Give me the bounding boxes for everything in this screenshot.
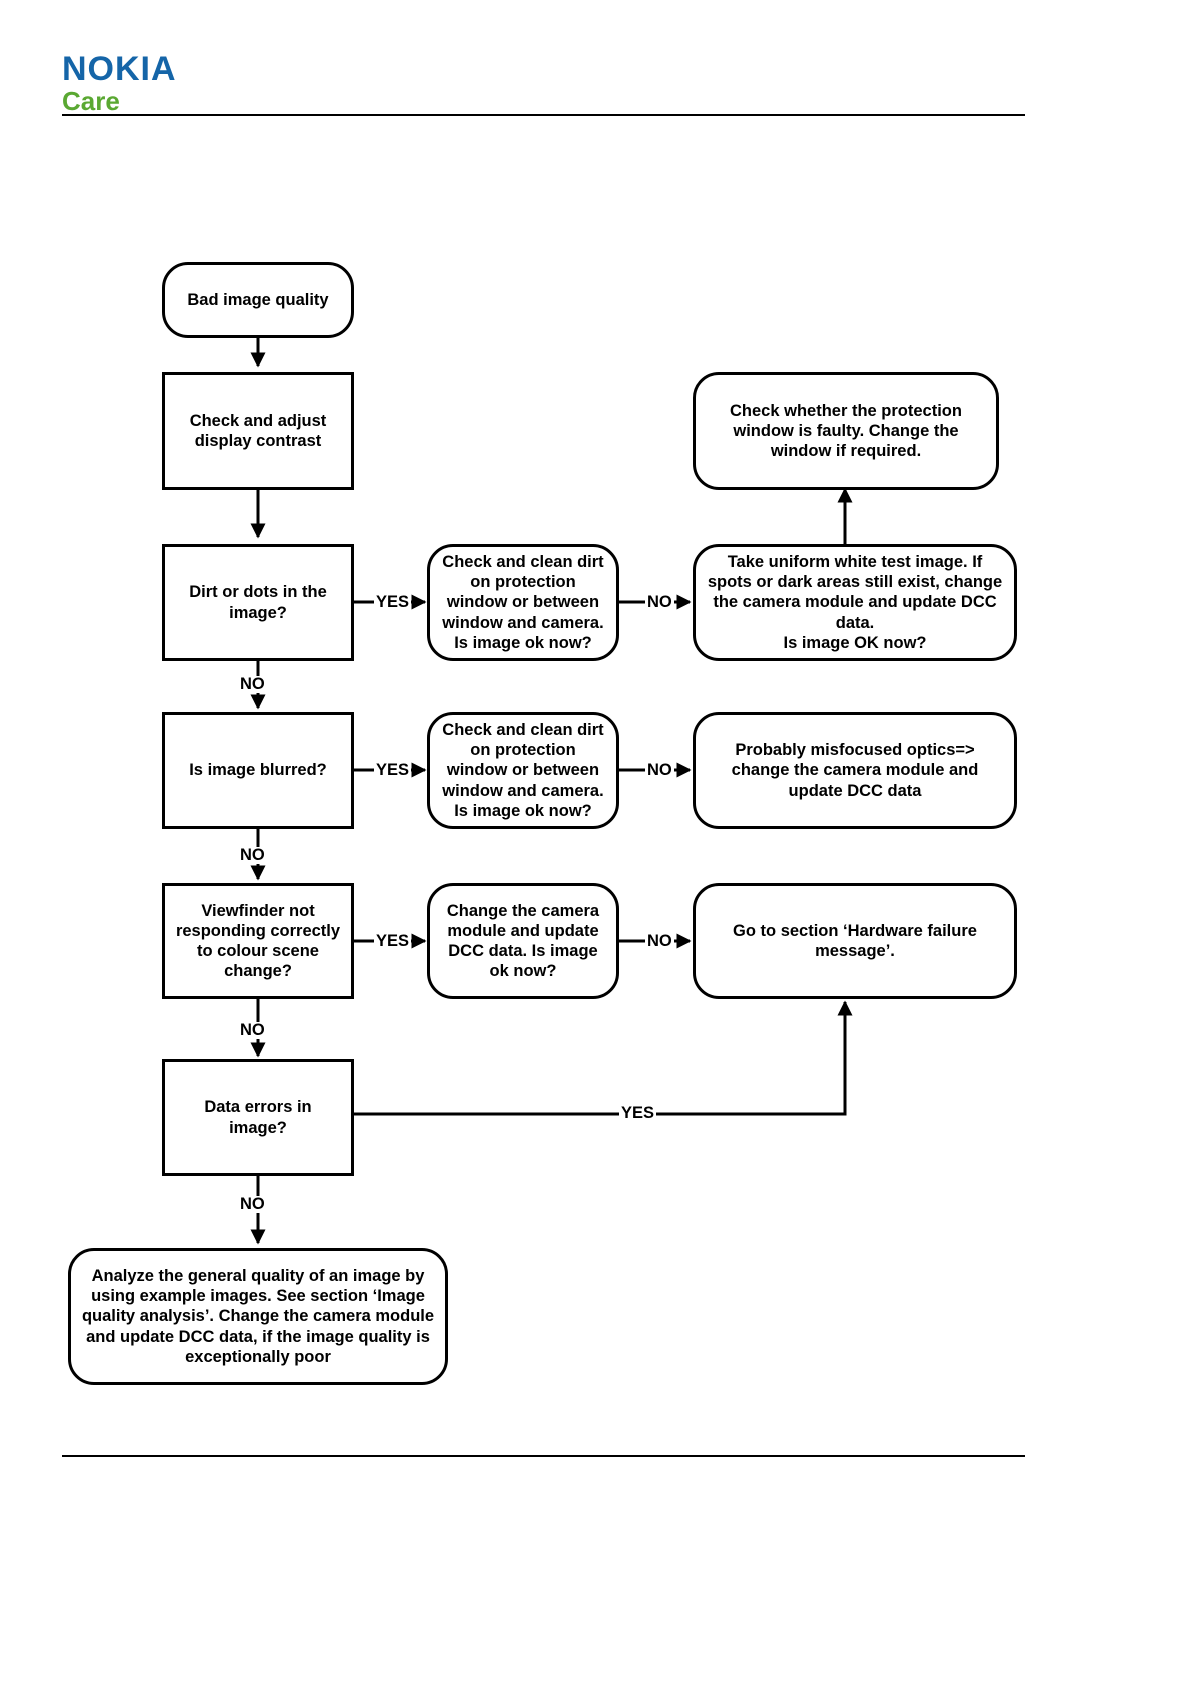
edge-label-dirt-no-right: NO [645,593,674,611]
node-dirt-or-dots[interactable]: Dirt or dots in the image? [162,544,354,661]
edge-label-blurred-yes: YES [374,761,412,779]
edge-label-viewfinder-no-down: NO [238,1021,267,1039]
nokia-wordmark: NOKIA [62,50,177,88]
node-is-image-blurred[interactable]: Is image blurred? [162,712,354,829]
nokia-care-logo: NOKIA Care [62,52,177,114]
edge-label-blurred-no-down: NO [238,846,267,864]
node-clean-dirt-protection-window-1[interactable]: Check and clean dirt on protection windo… [427,544,619,661]
edge-label-viewfinder-yes: YES [374,932,412,950]
node-data-errors-in-image[interactable]: Data errors in image? [162,1059,354,1176]
page-header: NOKIA Care [0,0,1191,130]
edge-label-dirt-yes: YES [374,593,412,611]
node-change-camera-module-update-dcc[interactable]: Change the camera module and update DCC … [427,883,619,999]
node-take-uniform-white-test-image[interactable]: Take uniform white test image. If spots … [693,544,1017,661]
care-wordmark: Care [62,86,120,116]
node-analyze-general-quality[interactable]: Analyze the general quality of an image … [68,1248,448,1385]
node-check-protection-window-faulty[interactable]: Check whether the protection window is f… [693,372,999,490]
node-go-to-hardware-failure-message[interactable]: Go to section ‘Hardware failure message’… [693,883,1017,999]
header-divider [62,114,1025,116]
edge-label-blurred-no-right: NO [645,761,674,779]
node-check-adjust-display-contrast[interactable]: Check and adjust display contrast [162,372,354,490]
edge-label-data-errors-no: NO [238,1195,267,1213]
node-clean-dirt-protection-window-2[interactable]: Check and clean dirt on protection windo… [427,712,619,829]
node-start-bad-image-quality[interactable]: Bad image quality [162,262,354,338]
edge-label-viewfinder-no-right: NO [645,932,674,950]
edge-label-dirt-no-down: NO [238,675,267,693]
edge-label-data-errors-yes: YES [619,1104,657,1122]
footer-divider [62,1455,1025,1457]
node-probably-misfocused-optics[interactable]: Probably misfocused optics=> change the … [693,712,1017,829]
node-viewfinder-not-responding[interactable]: Viewfinder not responding correctly to c… [162,883,354,999]
